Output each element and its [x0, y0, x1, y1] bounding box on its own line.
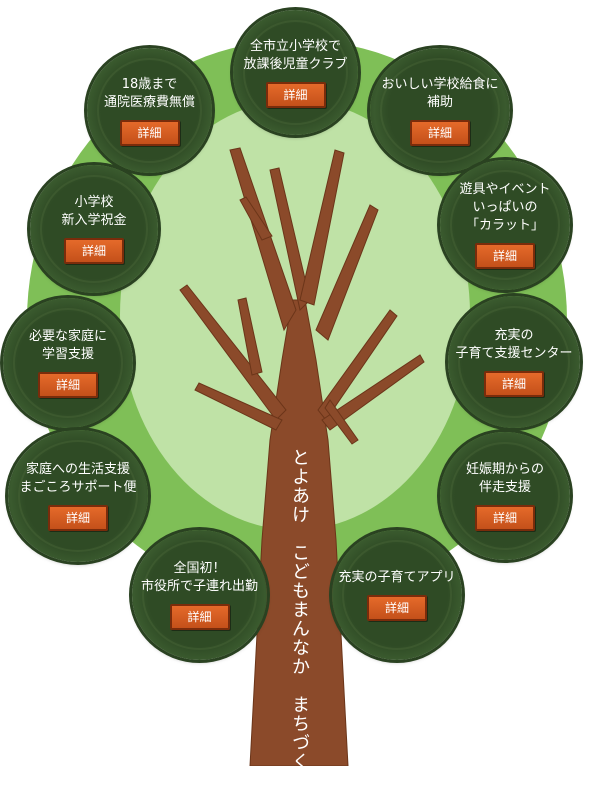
details-button[interactable]: 詳細 [475, 243, 535, 269]
circle-entrance-gift: 小学校 新入学祝金 詳細 [30, 165, 158, 293]
circle-label: 必要な家庭に 学習支援 [28, 329, 107, 362]
details-button[interactable]: 詳細 [484, 371, 544, 397]
circle-label: 充実の 子育て支援センター [455, 328, 573, 361]
circle-label: 充実の子育てアプリ [338, 570, 456, 585]
circle-pregnancy-support: 妊娠期からの 伴走支援 詳細 [440, 432, 570, 560]
circle-parenting-app: 充実の子育てアプリ 詳細 [332, 530, 462, 660]
kodomo-mannaka-tree: 全市立小学校で 放課後児童クラブ 詳細 18歳まで 通院医療費無償 詳細 おいし… [3, 10, 580, 790]
details-button[interactable]: 詳細 [38, 372, 98, 398]
circle-school-lunch: おいしい学校給食に 補助 詳細 [370, 48, 510, 173]
circle-label: 妊娠期からの 伴走支援 [465, 462, 544, 495]
circle-magokoro-delivery: 家庭への生活支援 まごころサポート便 詳細 [8, 430, 148, 562]
circle-label: おいしい学校給食に 補助 [381, 76, 499, 110]
details-button[interactable]: 詳細 [265, 81, 326, 108]
details-button[interactable]: 詳細 [367, 595, 427, 621]
circle-label: 家庭への生活支援 まごころサポート便 [19, 462, 137, 495]
details-button[interactable]: 詳細 [48, 505, 108, 531]
circle-learning-support: 必要な家庭に 学習支援 詳細 [3, 298, 133, 428]
details-button[interactable]: 詳細 [410, 119, 470, 146]
circle-label: 遊具やイベント いっぱいの 「カラット」 [459, 182, 551, 233]
circle-label: 全国初！ 市役所で子連れ出勤 [140, 561, 258, 594]
trunk-slogan: とよあけ こどもまんなか まちづくり [289, 448, 310, 790]
details-button[interactable]: 詳細 [119, 119, 180, 146]
circle-support-center: 充実の 子育て支援センター 詳細 [448, 296, 580, 428]
circle-karatto: 遊具やイベント いっぱいの 「カラット」 詳細 [440, 160, 570, 290]
circle-medical-expenses: 18歳まで 通院医療費無償 詳細 [87, 48, 212, 173]
circle-label: 小学校 新入学祝金 [61, 195, 127, 228]
tree-trunk [179, 147, 425, 766]
details-button[interactable]: 詳細 [169, 604, 230, 630]
tree-illustration [27, 40, 567, 766]
details-button[interactable]: 詳細 [475, 505, 535, 531]
circle-label: 18歳まで 通院医療費無償 [103, 76, 195, 110]
details-button[interactable]: 詳細 [64, 238, 124, 264]
circle-label: 全市立小学校で 放課後児童クラブ [243, 38, 348, 72]
circle-child-commute: 全国初！ 市役所で子連れ出勤 詳細 [132, 530, 267, 660]
circle-afterschool-club: 全市立小学校で 放課後児童クラブ 詳細 [233, 10, 358, 135]
